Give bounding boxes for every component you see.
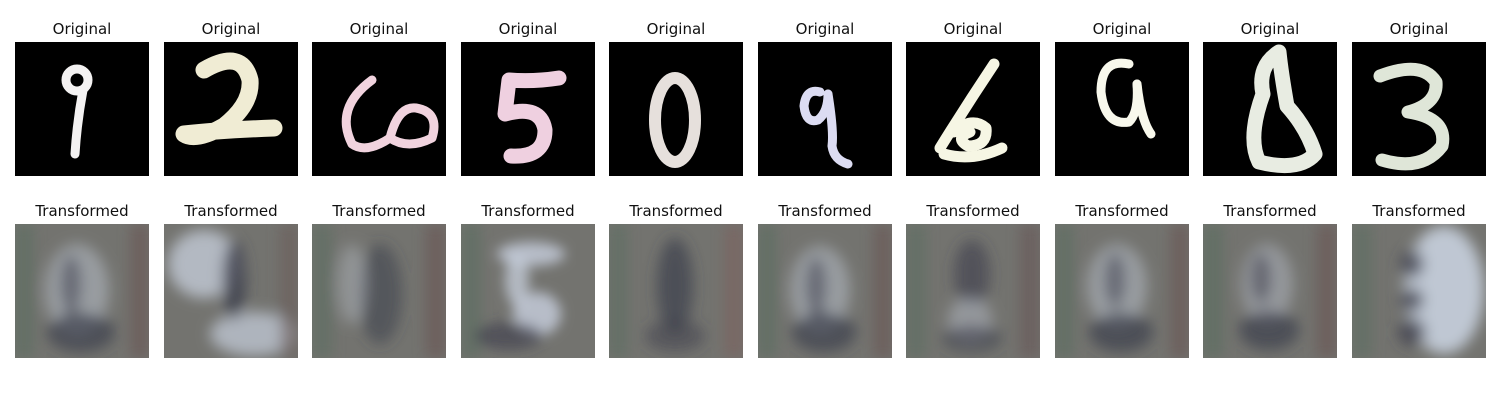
original-panel: Original <box>312 18 446 176</box>
digit-stroke <box>1373 62 1450 171</box>
panel-title: Original <box>52 20 112 38</box>
panel-title: Transformed <box>1223 202 1317 220</box>
original-digit-image <box>609 42 743 176</box>
panel-title: Transformed <box>35 202 129 220</box>
panel-title: Transformed <box>1075 202 1169 220</box>
digit-stroke <box>649 72 701 168</box>
original-panel: Original <box>1203 18 1337 176</box>
panel-title: Original <box>1240 20 1300 38</box>
original-panel: Original <box>1352 18 1486 176</box>
original-panel: Original <box>461 18 595 176</box>
panel-title: Transformed <box>481 202 575 220</box>
panel-title: Transformed <box>926 202 1020 220</box>
digit-stroke <box>61 64 93 159</box>
panel-title: Original <box>349 20 409 38</box>
panel-title: Original <box>646 20 706 38</box>
transformed-panel: Transformed <box>312 200 446 358</box>
original-digit-image <box>1055 42 1189 176</box>
transformed-digit-image <box>15 224 149 358</box>
transformed-digit-image <box>906 224 1040 358</box>
transformed-panel: Transformed <box>1203 200 1337 358</box>
transformed-panel: Transformed <box>758 200 892 358</box>
transformed-digit-image <box>1055 224 1189 358</box>
digit-stroke <box>1096 58 1156 139</box>
original-panel: Original <box>15 18 149 176</box>
panel-title: Original <box>1092 20 1152 38</box>
transformed-panel: Transformed <box>461 200 595 358</box>
transformed-digit-image <box>164 224 298 358</box>
digit-stroke <box>1246 44 1323 174</box>
digit-stroke <box>175 52 283 146</box>
transformed-digit-image <box>609 224 743 358</box>
transformed-digit-image <box>461 224 595 358</box>
digit-stroke <box>497 70 567 164</box>
original-panel: Original <box>906 18 1040 176</box>
original-panel: Original <box>758 18 892 176</box>
original-digit-image <box>164 42 298 176</box>
original-digit-image <box>1352 42 1486 176</box>
panel-title: Original <box>201 20 261 38</box>
digit-stroke <box>341 75 439 153</box>
panel-title: Original <box>498 20 558 38</box>
original-digit-image <box>758 42 892 176</box>
transformed-panel: Transformed <box>164 200 298 358</box>
panel-title: Original <box>943 20 1003 38</box>
transformed-panel: Transformed <box>1055 200 1189 358</box>
transformed-digit-image <box>1203 224 1337 358</box>
original-digit-image <box>15 42 149 176</box>
panel-title: Original <box>795 20 855 38</box>
original-panel: Original <box>1055 18 1189 176</box>
panel-title: Transformed <box>629 202 723 220</box>
panel-title: Transformed <box>184 202 278 220</box>
transformed-panel: Transformed <box>1352 200 1486 358</box>
transformed-panel: Transformed <box>15 200 149 358</box>
transformed-digit-image <box>312 224 446 358</box>
transformed-panel: Transformed <box>906 200 1040 358</box>
original-panel: Original <box>609 18 743 176</box>
digit-stroke <box>934 58 1008 163</box>
digit-stroke <box>799 86 853 169</box>
original-digit-image <box>461 42 595 176</box>
original-digit-image <box>906 42 1040 176</box>
transformed-digit-image <box>1352 224 1486 358</box>
panel-title: Transformed <box>1372 202 1466 220</box>
transformed-panel: Transformed <box>609 200 743 358</box>
panel-title: Original <box>1389 20 1449 38</box>
transformed-digit-image <box>758 224 892 358</box>
original-panel: Original <box>164 18 298 176</box>
panel-title: Transformed <box>332 202 426 220</box>
original-digit-image <box>312 42 446 176</box>
panel-title: Transformed <box>778 202 872 220</box>
original-digit-image <box>1203 42 1337 176</box>
